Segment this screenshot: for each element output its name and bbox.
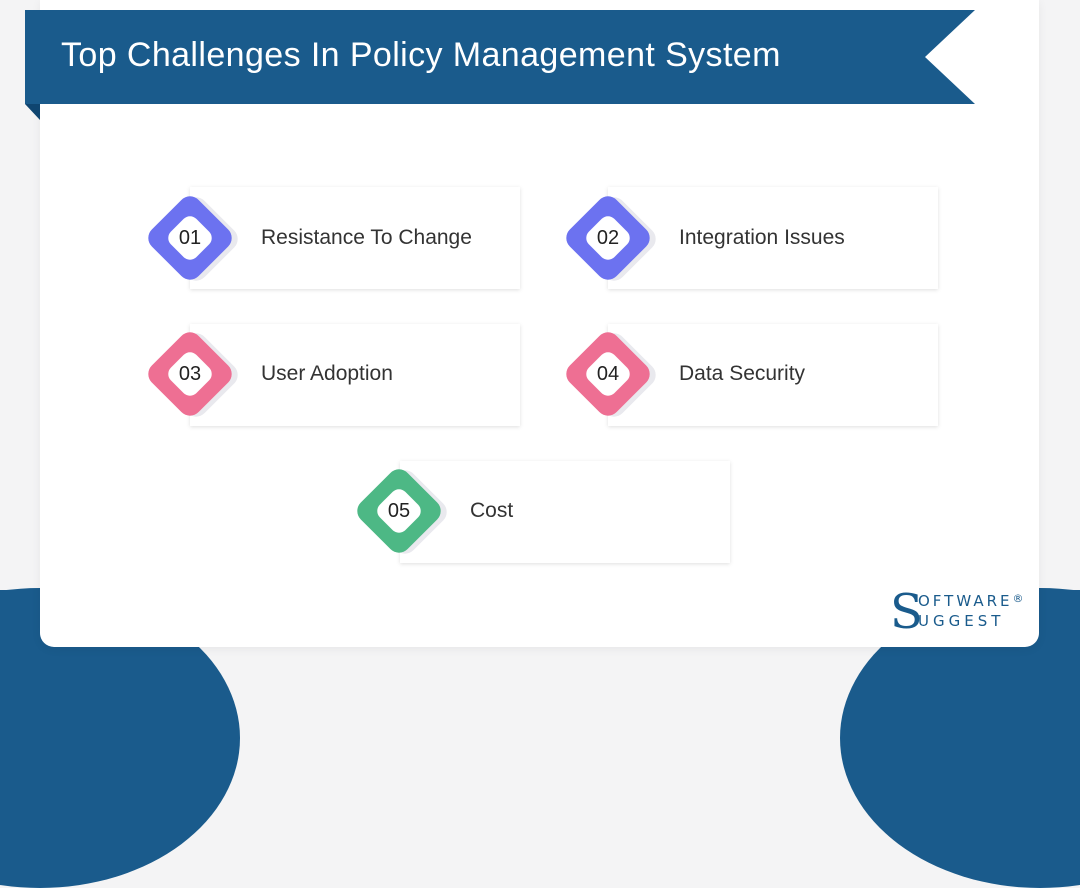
challenge-number: 04 [596,363,620,385]
ribbon-shape [25,10,975,120]
challenge-card-04 [608,324,938,426]
challenge-number: 03 [178,363,202,385]
title-banner: Top Challenges In Policy Management Syst… [25,10,975,120]
page-title: Top Challenges In Policy Management Syst… [61,36,781,74]
challenge-card-01 [190,187,520,289]
logo-initial: S [890,584,923,640]
challenge-card-03 [190,324,520,426]
challenge-number: 05 [387,500,411,522]
logo-line2: UGGEST [918,612,1005,630]
challenge-label: User Adoption [261,362,393,385]
challenge-number: 02 [596,227,620,249]
challenge-label: Resistance To Change [261,226,472,249]
challenge-number: 01 [178,227,202,249]
logo-line1-text: OFTWARE [918,592,1013,610]
registered-mark: ® [1012,592,1024,605]
logo-line1: OFTWARE® [918,592,1024,610]
challenge-label: Integration Issues [679,226,845,249]
challenge-label: Cost [470,499,514,522]
challenge-card-02 [608,187,938,289]
challenge-card-05 [400,461,730,563]
challenge-label: Data Security [679,362,806,385]
